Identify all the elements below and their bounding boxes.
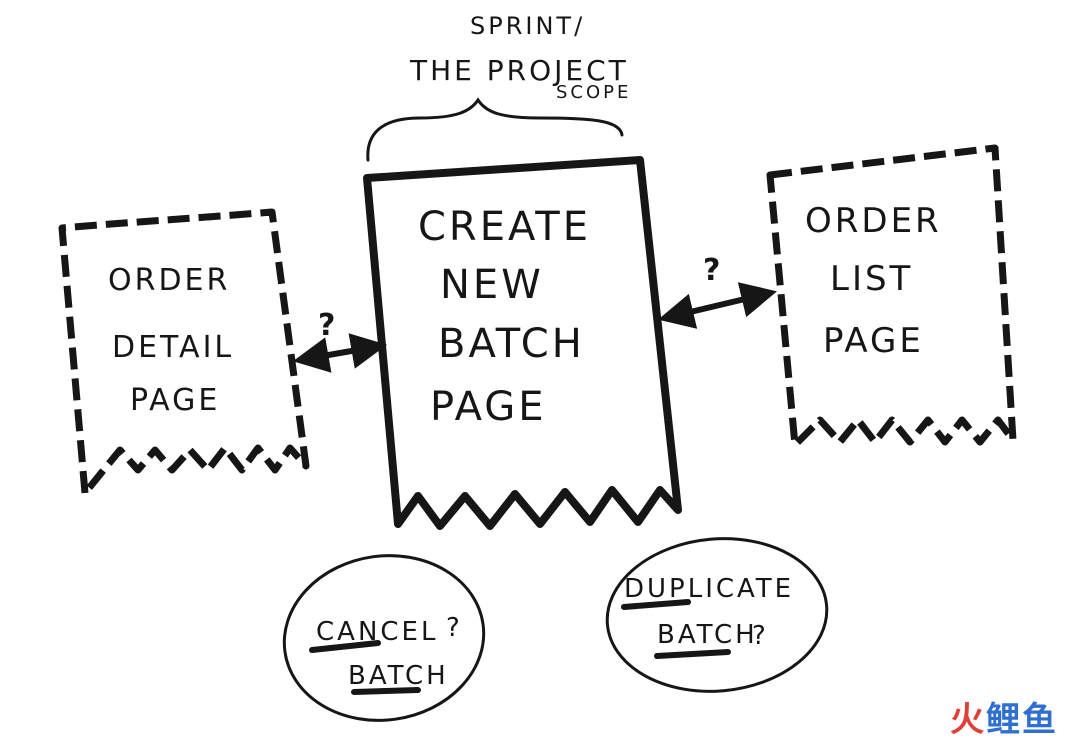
order-detail-page-outline (58, 208, 310, 497)
create-new-batch-line1: CREATE (418, 204, 591, 250)
cancel-batch-bubble: CANCEL BATCH ? (282, 554, 486, 722)
right-connector-arrow (657, 282, 778, 329)
order-list-line3: PAGE (823, 321, 924, 361)
create-new-batch-line2: NEW (440, 262, 544, 308)
duplicate-underline-2 (654, 649, 731, 659)
create-new-batch-page-card: CREATE NEW BATCH PAGE (363, 156, 682, 530)
left-connector-label: ? (318, 308, 338, 343)
right-connector: ? (657, 253, 778, 329)
scope-label-line2: THE PROJECT (409, 54, 629, 87)
site-watermark: 火鲤鱼 (950, 692, 1058, 741)
duplicate-batch-question: ? (752, 621, 769, 651)
order-list-line2: LIST (830, 259, 913, 299)
order-detail-line1: ORDER (108, 263, 230, 298)
left-connector-arrow (292, 333, 388, 373)
cancel-batch-line2: BATCH (348, 661, 449, 691)
scope-label-line3: SCOPE (556, 82, 631, 103)
order-list-page-card: ORDER LIST PAGE (766, 144, 1017, 449)
duplicate-batch-line1: DUPLICATE (624, 574, 794, 604)
left-connector: ? (292, 308, 388, 373)
watermark-part2: 鲤鱼 (986, 700, 1058, 740)
watermark-part1: 火 (950, 700, 986, 740)
order-detail-line3: PAGE (130, 383, 220, 418)
cancel-batch-question: ? (446, 613, 463, 643)
duplicate-batch-bubble: DUPLICATE BATCH ? (605, 537, 829, 693)
right-connector-label: ? (703, 253, 723, 288)
create-new-batch-line4: PAGE (430, 384, 547, 430)
order-detail-line2: DETAIL (112, 330, 234, 365)
duplicate-underline-1 (621, 599, 691, 610)
cancel-underline-2 (351, 687, 421, 695)
create-new-batch-line3: BATCH (438, 321, 585, 367)
order-detail-page-card: ORDER DETAIL PAGE (58, 208, 310, 497)
cancel-underline-1 (309, 640, 381, 653)
create-new-batch-page-outline (363, 156, 682, 530)
duplicate-batch-ellipse (605, 537, 829, 693)
order-list-line1: ORDER (805, 201, 942, 241)
scope-brace (366, 97, 624, 162)
scope-label-line1: SPRINT/ (470, 12, 585, 40)
scope-annotation: SPRINT/ THE PROJECT SCOPE (366, 12, 631, 162)
duplicate-batch-line2: BATCH (657, 620, 758, 650)
cancel-batch-ellipse (282, 554, 486, 722)
order-list-page-outline (766, 144, 1017, 449)
